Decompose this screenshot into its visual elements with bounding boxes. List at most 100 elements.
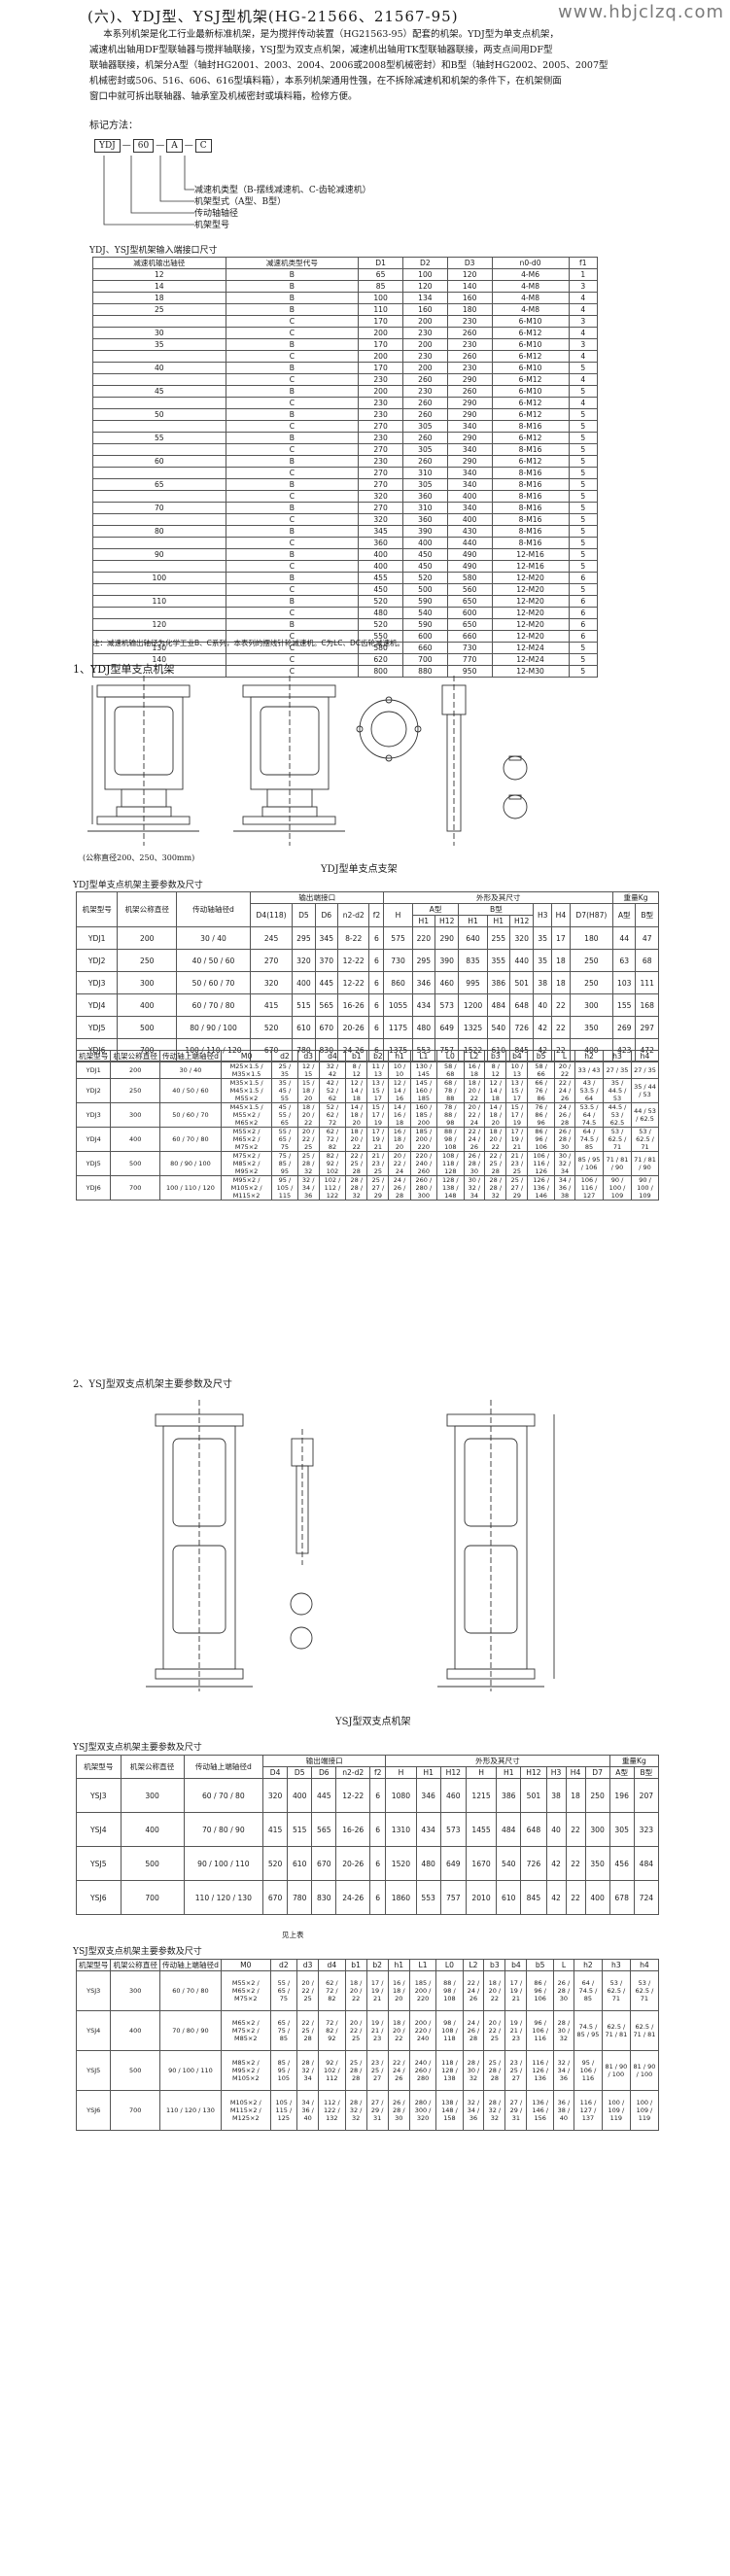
- table-cell: 230: [358, 373, 403, 386]
- table-cell: 110: [358, 303, 403, 316]
- table-cell: 456: [608, 1846, 635, 1881]
- table-cell: 400: [110, 2010, 160, 2051]
- table-cell: 120: [446, 268, 493, 281]
- table-cell: 27 / 29 / 31: [365, 2090, 389, 2131]
- table-cell: 75 / 85 / 95: [271, 1151, 298, 1176]
- table-cell: 6-M10: [491, 315, 570, 328]
- table-cell: 26 / 28 / 30: [387, 2090, 410, 2131]
- table-cell: 310: [401, 502, 448, 514]
- table-cell: 19 / 21 / 23: [365, 2010, 389, 2051]
- table-cell: [92, 350, 226, 363]
- table-header: 输出端接口: [262, 1755, 387, 1767]
- table-cell: 12-22: [336, 971, 370, 994]
- table-header: 传动轴上端轴径d: [158, 1050, 222, 1062]
- table-cell: 26 / 28 / 30: [552, 1970, 574, 2011]
- table-cell: 390: [434, 949, 460, 972]
- table-cell: 565: [311, 1812, 337, 1847]
- table-cell: 90 / 100 / 109: [603, 1175, 632, 1201]
- table-cell: 500: [120, 1846, 185, 1881]
- table-header: 重量Kg: [612, 891, 659, 904]
- table-cell: 340: [446, 478, 493, 491]
- table-cell: 8-M16: [491, 443, 570, 456]
- table-header: B型: [635, 903, 659, 927]
- table-cell: 25 / 27 / 29: [505, 1175, 529, 1201]
- table-cell: 35: [92, 338, 226, 351]
- table-cell: B: [225, 303, 360, 316]
- figure2-title: 2、YSJ型双支点机架主要参数及尺寸: [73, 1379, 232, 1390]
- table-cell: 32 / 42: [318, 1062, 347, 1079]
- table-cell: M35×1.5 / M45×1.5 / M55×2: [220, 1078, 273, 1103]
- table1-title: YDJ、YSJ型机架输入端接口尺寸: [89, 246, 218, 256]
- table-cell: 60 / 70 / 80: [183, 1778, 264, 1813]
- table-cell: YDJ5: [75, 1016, 119, 1039]
- table-cell: 60 / 70 / 80: [158, 1127, 222, 1152]
- table-cell: 60 / 70 / 80: [158, 1970, 222, 2011]
- table-cell: 995: [458, 971, 488, 994]
- watermark: www.hbjclzq.com: [557, 2, 724, 22]
- table-cell: 5: [568, 525, 599, 538]
- table-cell: 35 / 45 / 55: [271, 1078, 298, 1103]
- table-cell: 297: [635, 1016, 659, 1039]
- table-cell: 400: [287, 1778, 313, 1813]
- table-cell: 320: [358, 513, 403, 526]
- table-cell: 230: [358, 432, 403, 444]
- table-cell: 270: [358, 502, 403, 514]
- table-header: D7(H87): [569, 903, 614, 927]
- table-cell: YDJ3: [75, 1102, 112, 1128]
- table-cell: 53 / 62.5 / 71: [629, 1970, 660, 2011]
- table-cell: 200: [401, 315, 448, 328]
- table-cell: 82 / 92 / 102: [318, 1151, 347, 1176]
- table-cell: 16 / 18 / 20: [388, 1127, 411, 1152]
- table-cell: 20 / 22 / 25: [296, 1127, 320, 1152]
- table-cell: 340: [446, 502, 493, 514]
- table-cell: YSJ6: [75, 2090, 112, 2131]
- table-cell: B: [225, 385, 360, 398]
- table-header: d4: [318, 1959, 346, 1971]
- table-cell: 670: [314, 1016, 338, 1039]
- table-header: d3: [296, 1050, 320, 1062]
- table-cell: 484: [486, 993, 510, 1017]
- table-cell: 260: [401, 455, 448, 468]
- table-cell: 35 / 44 / 53: [631, 1078, 659, 1103]
- table-cell: 21 / 23 / 25: [366, 1151, 390, 1176]
- table-cell: 610: [292, 1016, 316, 1039]
- table-cell: 27 / 35: [603, 1062, 632, 1079]
- table-cell: 280 / 300 / 320: [408, 2090, 437, 2131]
- table-cell: [92, 583, 226, 596]
- table-cell: 6-M12: [491, 373, 570, 386]
- table-header: b5: [526, 1959, 554, 1971]
- table-cell: 730: [383, 949, 413, 972]
- table-cell: YSJ4: [75, 2010, 112, 2051]
- table-cell: 22: [551, 1016, 571, 1039]
- table-cell: 460: [434, 971, 460, 994]
- table-cell: 10 / 13: [505, 1062, 529, 1079]
- table-cell: 4-M6: [491, 268, 570, 281]
- table-cell: 53 / 62.5 / 71: [601, 1970, 631, 2011]
- table-cell: 501: [508, 971, 535, 994]
- table-cell: 8-M16: [491, 478, 570, 491]
- table-cell: 95 / 106 / 116: [573, 2050, 603, 2091]
- table-cell: 18 / 20 / 22: [463, 1078, 486, 1103]
- table-header: 机架型号: [75, 1959, 112, 1971]
- table-cell: 1200: [458, 993, 488, 1017]
- table-cell: 136 / 146 / 156: [526, 2090, 554, 2131]
- table-cell: 112 / 122 / 132: [318, 2090, 346, 2131]
- table-cell: 16 / 18: [463, 1062, 486, 1079]
- table-cell: [92, 397, 226, 409]
- table-cell: 345: [358, 525, 403, 538]
- table-cell: 5: [568, 443, 599, 456]
- table-cell: 6-M12: [491, 327, 570, 339]
- table-cell: 20-26: [336, 1016, 370, 1039]
- table-cell: 726: [508, 1016, 535, 1039]
- table-header: L2: [462, 1959, 485, 1971]
- table-cell: 230: [358, 455, 403, 468]
- table-cell: 22: [565, 1880, 586, 1915]
